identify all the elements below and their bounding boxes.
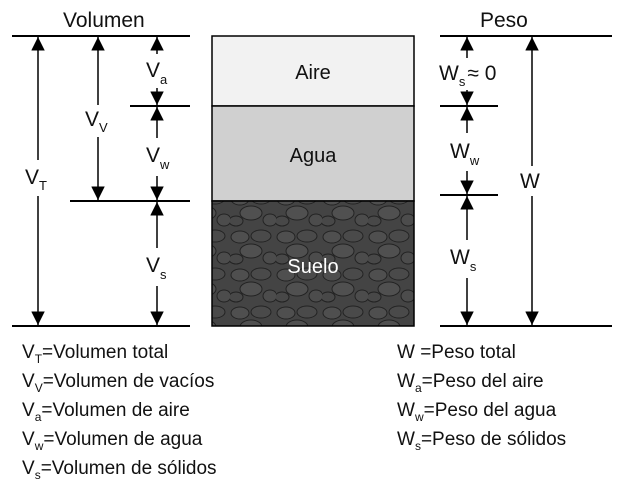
volume-legend: VT=Volumen total VV=Volumen de vacíos Va… [22, 342, 217, 482]
air-phase-block [211, 35, 415, 107]
va-label: Va [146, 59, 168, 87]
soil-phase-block [211, 200, 415, 327]
legend-ww: Ww=Peso del agua [397, 400, 557, 424]
water-phase-label: Agua [290, 145, 338, 167]
weight-legend: W =Peso total Wa=Peso del aire Ww=Peso d… [397, 342, 566, 453]
air-phase-label: Aire [295, 62, 331, 84]
legend-w: W =Peso total [397, 342, 516, 363]
weight-header: Peso [480, 9, 528, 32]
legend-vv: VV=Volumen de vacíos [22, 371, 214, 395]
soil-phase-label: Suelo [287, 256, 338, 278]
legend-vw: Vw=Volumen de agua [22, 429, 203, 453]
vt-label: VT [25, 166, 47, 193]
legend-va: Va=Volumen de aire [22, 400, 190, 424]
legend-wa: Wa=Peso del aire [397, 371, 544, 395]
legend-ws: Ws=Peso de sólidos [397, 429, 566, 453]
legend-vt: VT=Volumen total [22, 342, 168, 366]
vw-label: Vw [146, 144, 170, 172]
w-label: W [520, 170, 540, 193]
legend-vs: Vs=Volumen de sólidos [22, 458, 217, 482]
ww-label: Ww [450, 140, 480, 168]
water-phase-block [211, 105, 415, 202]
volume-header: Volumen [63, 9, 145, 32]
ws-air-label: Ws≈ 0 [439, 62, 496, 89]
vv-label: VV [85, 108, 108, 135]
vs-label: Vs [146, 254, 167, 282]
ws-label: Ws [450, 246, 477, 274]
